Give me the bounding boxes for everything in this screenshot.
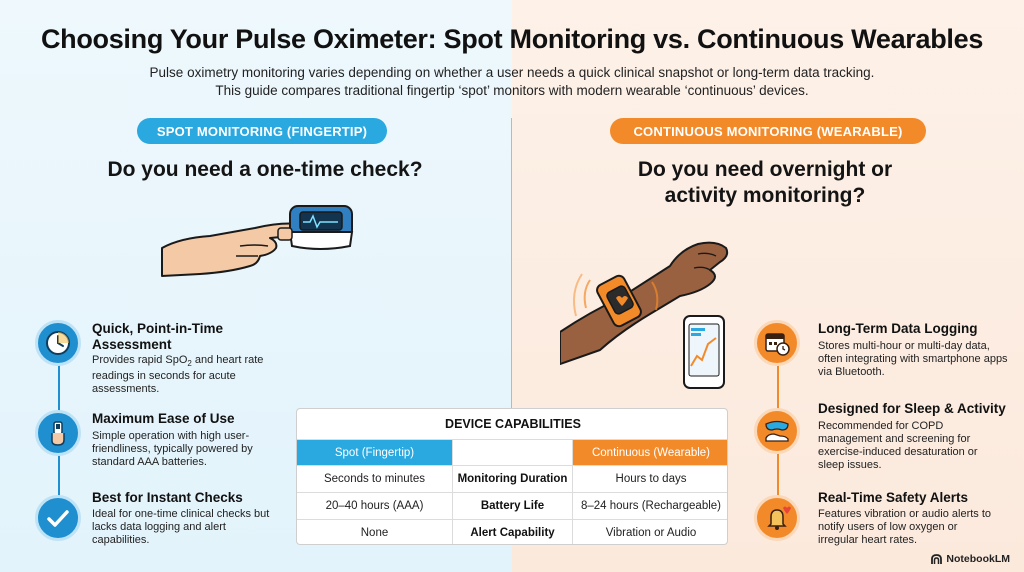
feature-title-data-logging: Long-Term Data Logging [818, 321, 978, 336]
continuous-monitoring-pill: CONTINUOUS MONITORING (WEARABLE) [610, 118, 926, 144]
feature-desc-quick-assessment: Provides rapid SpO2 and heart rate readi… [92, 354, 282, 396]
bell-heart-icon [754, 495, 800, 541]
subtitle-line-1: Pulse oximetry monitoring varies dependi… [149, 65, 875, 80]
table-header-spot: Spot (Fingertip) [297, 440, 453, 465]
table-cell-continuous: Hours to days [615, 473, 687, 485]
table-row: None Alert Capability Vibration or Audio [297, 519, 727, 544]
hand-fingertip-oximeter-illustration [161, 205, 354, 277]
continuous-question: Do you need overnight or activity monito… [560, 157, 970, 209]
table-header-continuous: Continuous (Wearable) [573, 440, 727, 465]
notebooklm-logo-icon [931, 553, 943, 564]
table-cell-feature: Alert Capability [453, 520, 573, 544]
desc-spo2-subscript: 2 [187, 359, 192, 369]
checkmark-icon [35, 495, 81, 541]
clock-icon [35, 320, 81, 366]
table-cell-spot: None [297, 520, 453, 544]
desc-spo2-suffix: and heart rate readings in seconds for a… [92, 354, 264, 396]
table-cell-feature: Battery Life [453, 493, 573, 519]
notebooklm-brand: NotebookLM [931, 553, 1010, 565]
finger-oximeter-icon [35, 410, 81, 456]
brand-label: NotebookLM [946, 553, 1010, 565]
table-cell-continuous: Vibration or Audio [605, 527, 697, 539]
table-header-middle [453, 440, 573, 465]
table-header-row: Spot (Fingertip) Continuous (Wearable) [297, 439, 727, 465]
desc-spo2-prefix: Provides rapid SpO [92, 354, 188, 366]
spot-question: Do you need a one-time check? [107, 158, 423, 181]
feature-title-safety-alerts: Real-Time Safety Alerts [818, 490, 969, 505]
wrist-wearable-phone-illustration [560, 241, 729, 389]
table-row: Seconds to minutes Monitoring Duration H… [297, 465, 727, 492]
feature-desc-sleep-activity: Recommended for COPD management and scre… [818, 420, 978, 471]
table-title: DEVICE CAPABILITIES [445, 417, 581, 431]
feature-desc-safety-alerts: Features vibration or audio alerts to no… [818, 508, 992, 546]
subtitle-line-2: This guide compares traditional fingerti… [215, 83, 809, 98]
table-cell-continuous: 8–24 hours (Rechargeable) [580, 500, 721, 512]
page-title: Choosing Your Pulse Oximeter: Spot Monit… [40, 24, 984, 54]
continuous-question-line-2: activity monitoring? [664, 184, 866, 207]
feature-desc-instant-checks: Ideal for one-time clinical checks but l… [92, 508, 270, 546]
table-row: 20–40 hours (AAA) Battery Life 8–24 hour… [297, 492, 727, 519]
table-cell-spot: 20–40 hours (AAA) [297, 493, 453, 519]
device-capabilities-table: DEVICE CAPABILITIES Spot (Fingertip) Con… [296, 408, 728, 545]
table-cell-feature: Monitoring Duration [453, 466, 573, 492]
calendar-clock-icon [754, 320, 800, 366]
feature-desc-data-logging: Stores multi-hour or multi-day data, oft… [818, 340, 1008, 378]
sleep-mask-shoe-icon [754, 408, 800, 454]
center-divider [511, 118, 512, 408]
feature-title-quick-assessment: Quick, Point-in-Time Assessment [92, 321, 224, 352]
continuous-question-line-1: Do you need overnight or [637, 158, 893, 181]
feature-title-instant-checks: Best for Instant Checks [92, 490, 243, 505]
page-subtitle: Pulse oximetry monitoring varies dependi… [60, 64, 964, 100]
spot-monitoring-pill: SPOT MONITORING (FINGERTIP) [137, 118, 387, 144]
table-cell-spot: Seconds to minutes [297, 466, 453, 492]
feature-title-ease-of-use: Maximum Ease of Use [92, 411, 235, 426]
feature-title-sleep-activity: Designed for Sleep & Activity [818, 401, 1006, 416]
feature-desc-ease-of-use: Simple operation with high user-friendli… [92, 430, 253, 468]
